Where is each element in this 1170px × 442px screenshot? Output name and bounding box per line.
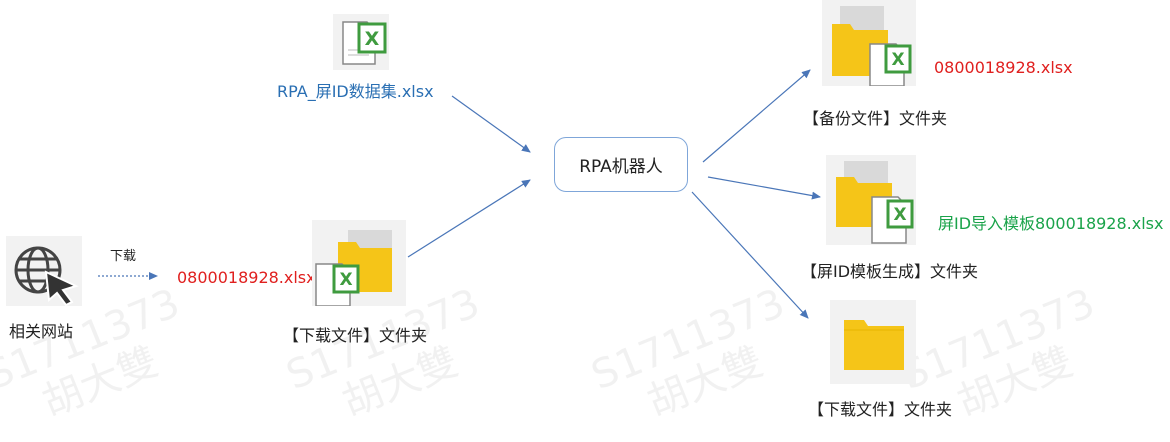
folder-with-excel-icon: X <box>826 155 916 245</box>
svg-text:X: X <box>339 270 352 290</box>
folder-icon <box>830 300 916 384</box>
backup-folder-label: 【备份文件】文件夹 <box>803 109 948 128</box>
rpa-robot-node: RPA机器人 <box>554 137 688 192</box>
flow-arrows <box>98 69 821 319</box>
folder-with-excel-icon: X <box>822 0 916 87</box>
dataset-file-name: RPA_屏ID数据集.xlsx <box>277 82 434 101</box>
arrow-robot-to-download <box>691 191 809 319</box>
downloaded-file-name: 0800018928.xlsx <box>177 268 316 287</box>
template-folder-label: 【屏ID模板生成】文件夹 <box>801 262 979 281</box>
excel-file-icon: X <box>333 14 389 70</box>
globe-cursor-icon <box>6 236 82 307</box>
arrow-robot-to-template <box>707 176 821 200</box>
output-download-folder-label: 【下载文件】文件夹 <box>808 400 953 419</box>
arrow-folder-to-robot <box>407 179 531 258</box>
svg-text:X: X <box>893 205 906 225</box>
template-file-name: 屏ID导入模板800018928.xlsx <box>938 214 1164 233</box>
download-label: 下载 <box>110 249 137 264</box>
arrow-robot-to-backup <box>702 69 811 163</box>
input-download-folder-label: 【下载文件】文件夹 <box>283 326 428 345</box>
arrow-dataset-to-robot <box>451 95 531 153</box>
svg-text:X: X <box>365 28 380 50</box>
folder-with-excel-icon: X <box>312 220 406 307</box>
svg-text:X: X <box>891 50 904 70</box>
backup-file-name: 0800018928.xlsx <box>934 58 1073 77</box>
source-site-label: 相关网站 <box>9 322 74 341</box>
